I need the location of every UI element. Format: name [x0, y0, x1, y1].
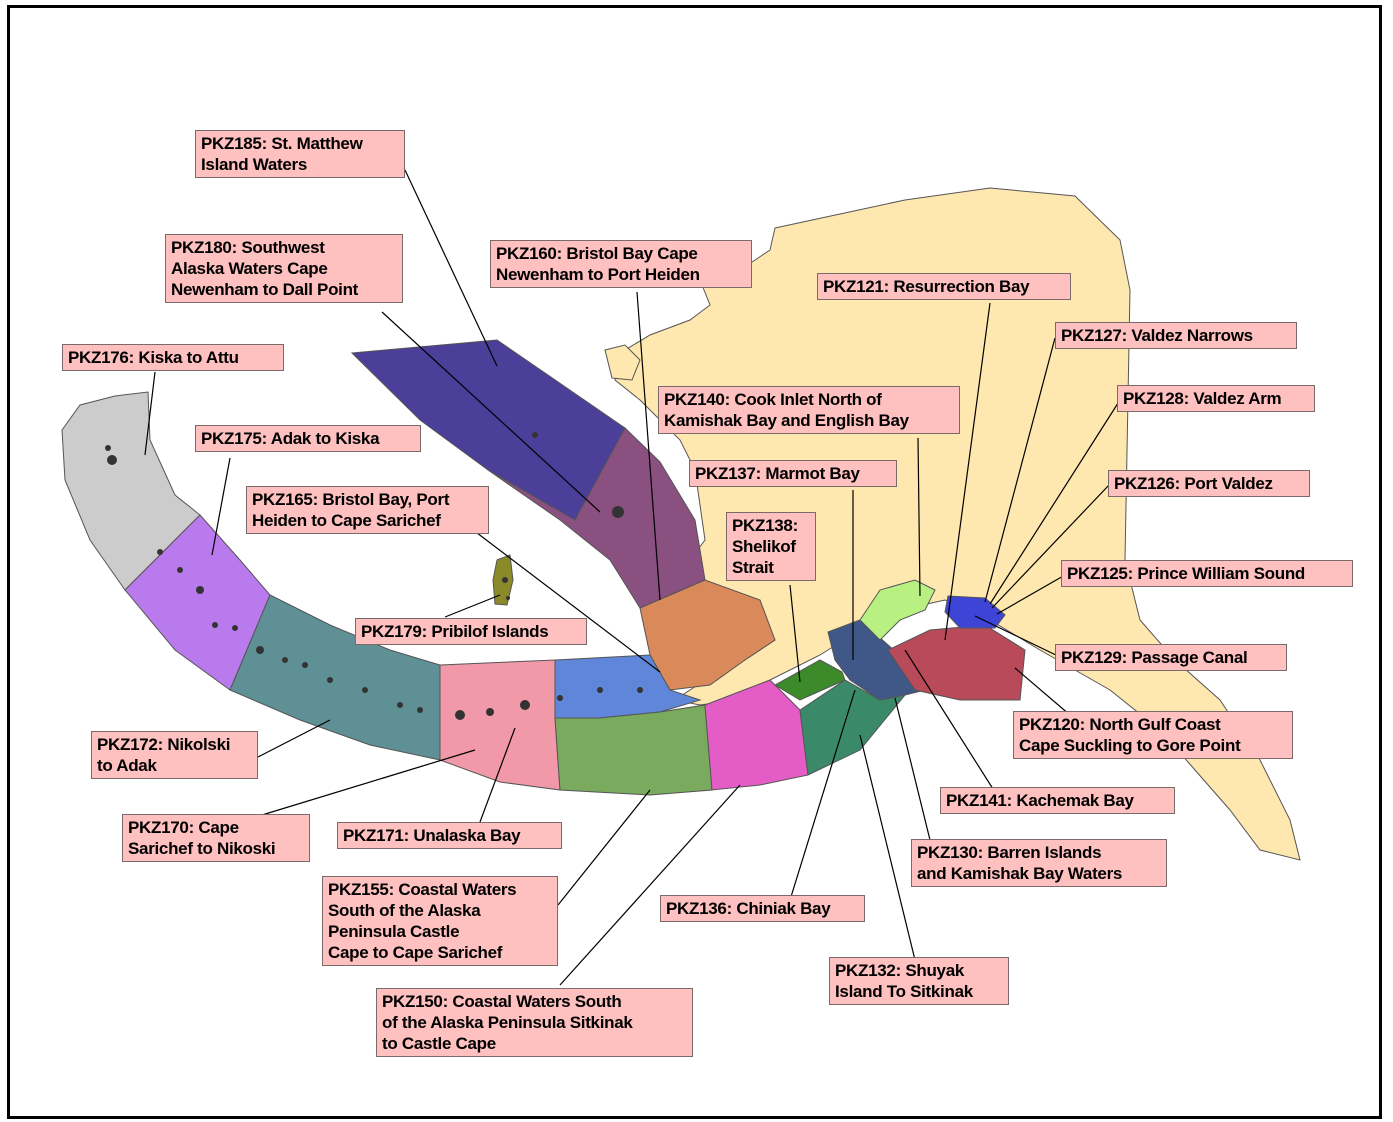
label-pkz132: PKZ132: Shuyak Island To Sitkinak [829, 957, 1009, 1005]
label-pkz129: PKZ129: Passage Canal [1055, 644, 1287, 671]
label-pkz180: PKZ180: Southwest Alaska Waters Cape New… [165, 234, 403, 303]
zone-140 [859, 579, 936, 641]
label-pkz150: PKZ150: Coastal Waters South of the Alas… [376, 988, 693, 1057]
zone-170 [439, 659, 561, 791]
leader-lines [144, 169, 1121, 986]
label-pkz138: PKZ138: Shelikof Strait [726, 512, 816, 581]
label-pkz120: PKZ120: North Gulf Coast Cape Suckling t… [1013, 711, 1293, 759]
label-pkz128: PKZ128: Valdez Arm [1117, 385, 1315, 412]
label-pkz160: PKZ160: Bristol Bay Cape Newenham to Por… [490, 240, 752, 288]
label-pkz155: PKZ155: Coastal Waters South of the Alas… [322, 876, 558, 966]
label-pkz171: PKZ171: Unalaska Bay [337, 822, 562, 849]
island-north [604, 344, 641, 381]
label-pkz179: PKZ179: Pribilof Islands [355, 618, 587, 645]
label-pkz125: PKZ125: Prince William Sound [1061, 560, 1353, 587]
label-pkz127: PKZ127: Valdez Narrows [1055, 322, 1297, 349]
aleutian-islands [105, 432, 643, 720]
label-pkz176: PKZ176: Kiska to Attu [62, 344, 284, 371]
label-pkz130: PKZ130: Barren Islands and Kamishak Bay … [911, 839, 1167, 887]
label-pkz126: PKZ126: Port Valdez [1108, 470, 1310, 497]
label-pkz136: PKZ136: Chiniak Bay [660, 895, 865, 922]
label-pkz185: PKZ185: St. Matthew Island Waters [195, 130, 405, 178]
label-pkz165: PKZ165: Bristol Bay, Port Heiden to Cape… [246, 486, 489, 534]
label-pkz137: PKZ137: Marmot Bay [689, 460, 897, 487]
label-pkz140: PKZ140: Cook Inlet North of Kamishak Bay… [658, 386, 960, 434]
label-pkz170: PKZ170: Cape Sarichef to Nikoski [122, 814, 310, 862]
label-pkz141: PKZ141: Kachemak Bay [940, 787, 1175, 814]
label-pkz175: PKZ175: Adak to Kiska [195, 425, 421, 452]
zone-138 [774, 659, 846, 701]
label-pkz121: PKZ121: Resurrection Bay [817, 273, 1071, 300]
label-pkz172: PKZ172: Nikolski to Adak [91, 731, 258, 779]
zone-155 [554, 704, 713, 796]
